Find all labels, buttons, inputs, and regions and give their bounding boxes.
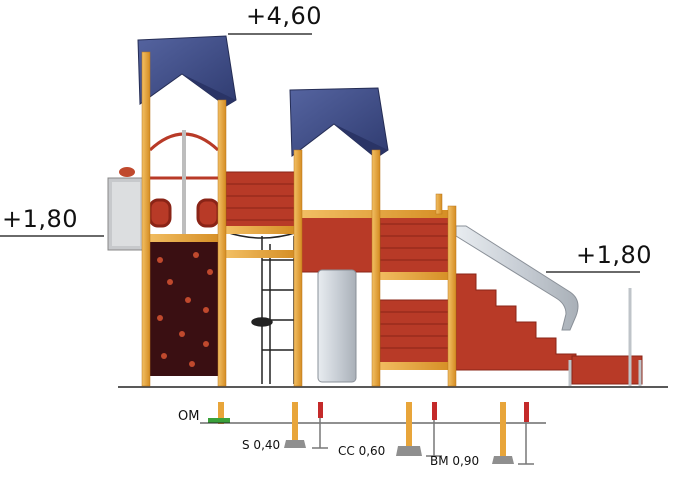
- side-tube-panel: [107, 167, 145, 251]
- foundation-s: [284, 402, 328, 449]
- front-slide: [317, 269, 357, 383]
- posts: [141, 51, 457, 387]
- height-label-top: +4,60: [246, 2, 323, 30]
- foundation-label-s: S 0,40: [242, 438, 281, 452]
- height-label-left-platform: +1,80: [2, 205, 79, 233]
- right-handrail: [568, 288, 642, 386]
- foundation-label-om: OM: [178, 409, 200, 424]
- height-label-right-platform: +1,80: [576, 241, 653, 269]
- middle-tower-roof: [289, 87, 389, 159]
- left-tower-roof: [137, 35, 237, 107]
- foundation-cc: [396, 402, 442, 457]
- foundation-om: [208, 402, 230, 424]
- bridge-panel-upper: [225, 171, 297, 233]
- side-slide: [455, 225, 579, 331]
- middle-panel: [299, 211, 451, 365]
- climbing-wall: [148, 242, 220, 376]
- foundation-label-bm: BM 0,90: [430, 454, 480, 468]
- foundation-bm: [492, 402, 534, 465]
- foundation-label-cc: CC 0,60: [338, 444, 386, 458]
- dimension-lines: [0, 33, 640, 273]
